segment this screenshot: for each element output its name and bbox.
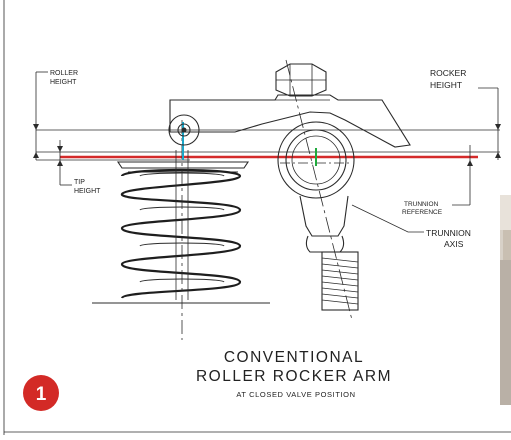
roller-height-label-line1: ROLLER [50,70,78,77]
caption-line1: CONVENTIONAL [224,349,364,366]
rocker-height-dimension [478,87,501,160]
trunnion-axis-centerline [285,59,353,321]
threaded-stud [321,251,359,311]
caption-line2: ROLLER ROCKER ARM [196,368,392,385]
photo-strip [500,195,511,405]
rocker-height-label-line2: HEIGHT [430,80,462,90]
tip-height-dimension [57,140,72,186]
trunnion-reference-label-line1: TRUNNION [404,201,439,208]
trunnion-reference-dimension [452,145,473,206]
roller-height-label-line2: HEIGHT [50,79,77,86]
tip-height-label-line2: HEIGHT [74,188,101,195]
trunnion-axis-label-line1: TRUNNION [426,228,471,238]
tip-height-label-line1: TIP [74,179,85,186]
trunnion-axis-leader [351,204,424,233]
trunnion-axis-label-line2: AXIS [444,239,464,249]
valve-spring [92,150,270,304]
figure-number-badge: 1 [23,375,59,411]
rocker-height-label-line1: ROCKER [430,68,466,78]
roller-height-dimension [33,71,48,160]
adjuster-nut [275,63,327,97]
height-reference-lines [36,129,500,161]
badge-number: 1 [36,384,47,405]
caption-line3: AT CLOSED VALVE POSITION [236,390,355,399]
trunnion-reference-label-line2: REFERENCE [402,209,443,216]
rocker-arm-body [168,94,411,253]
